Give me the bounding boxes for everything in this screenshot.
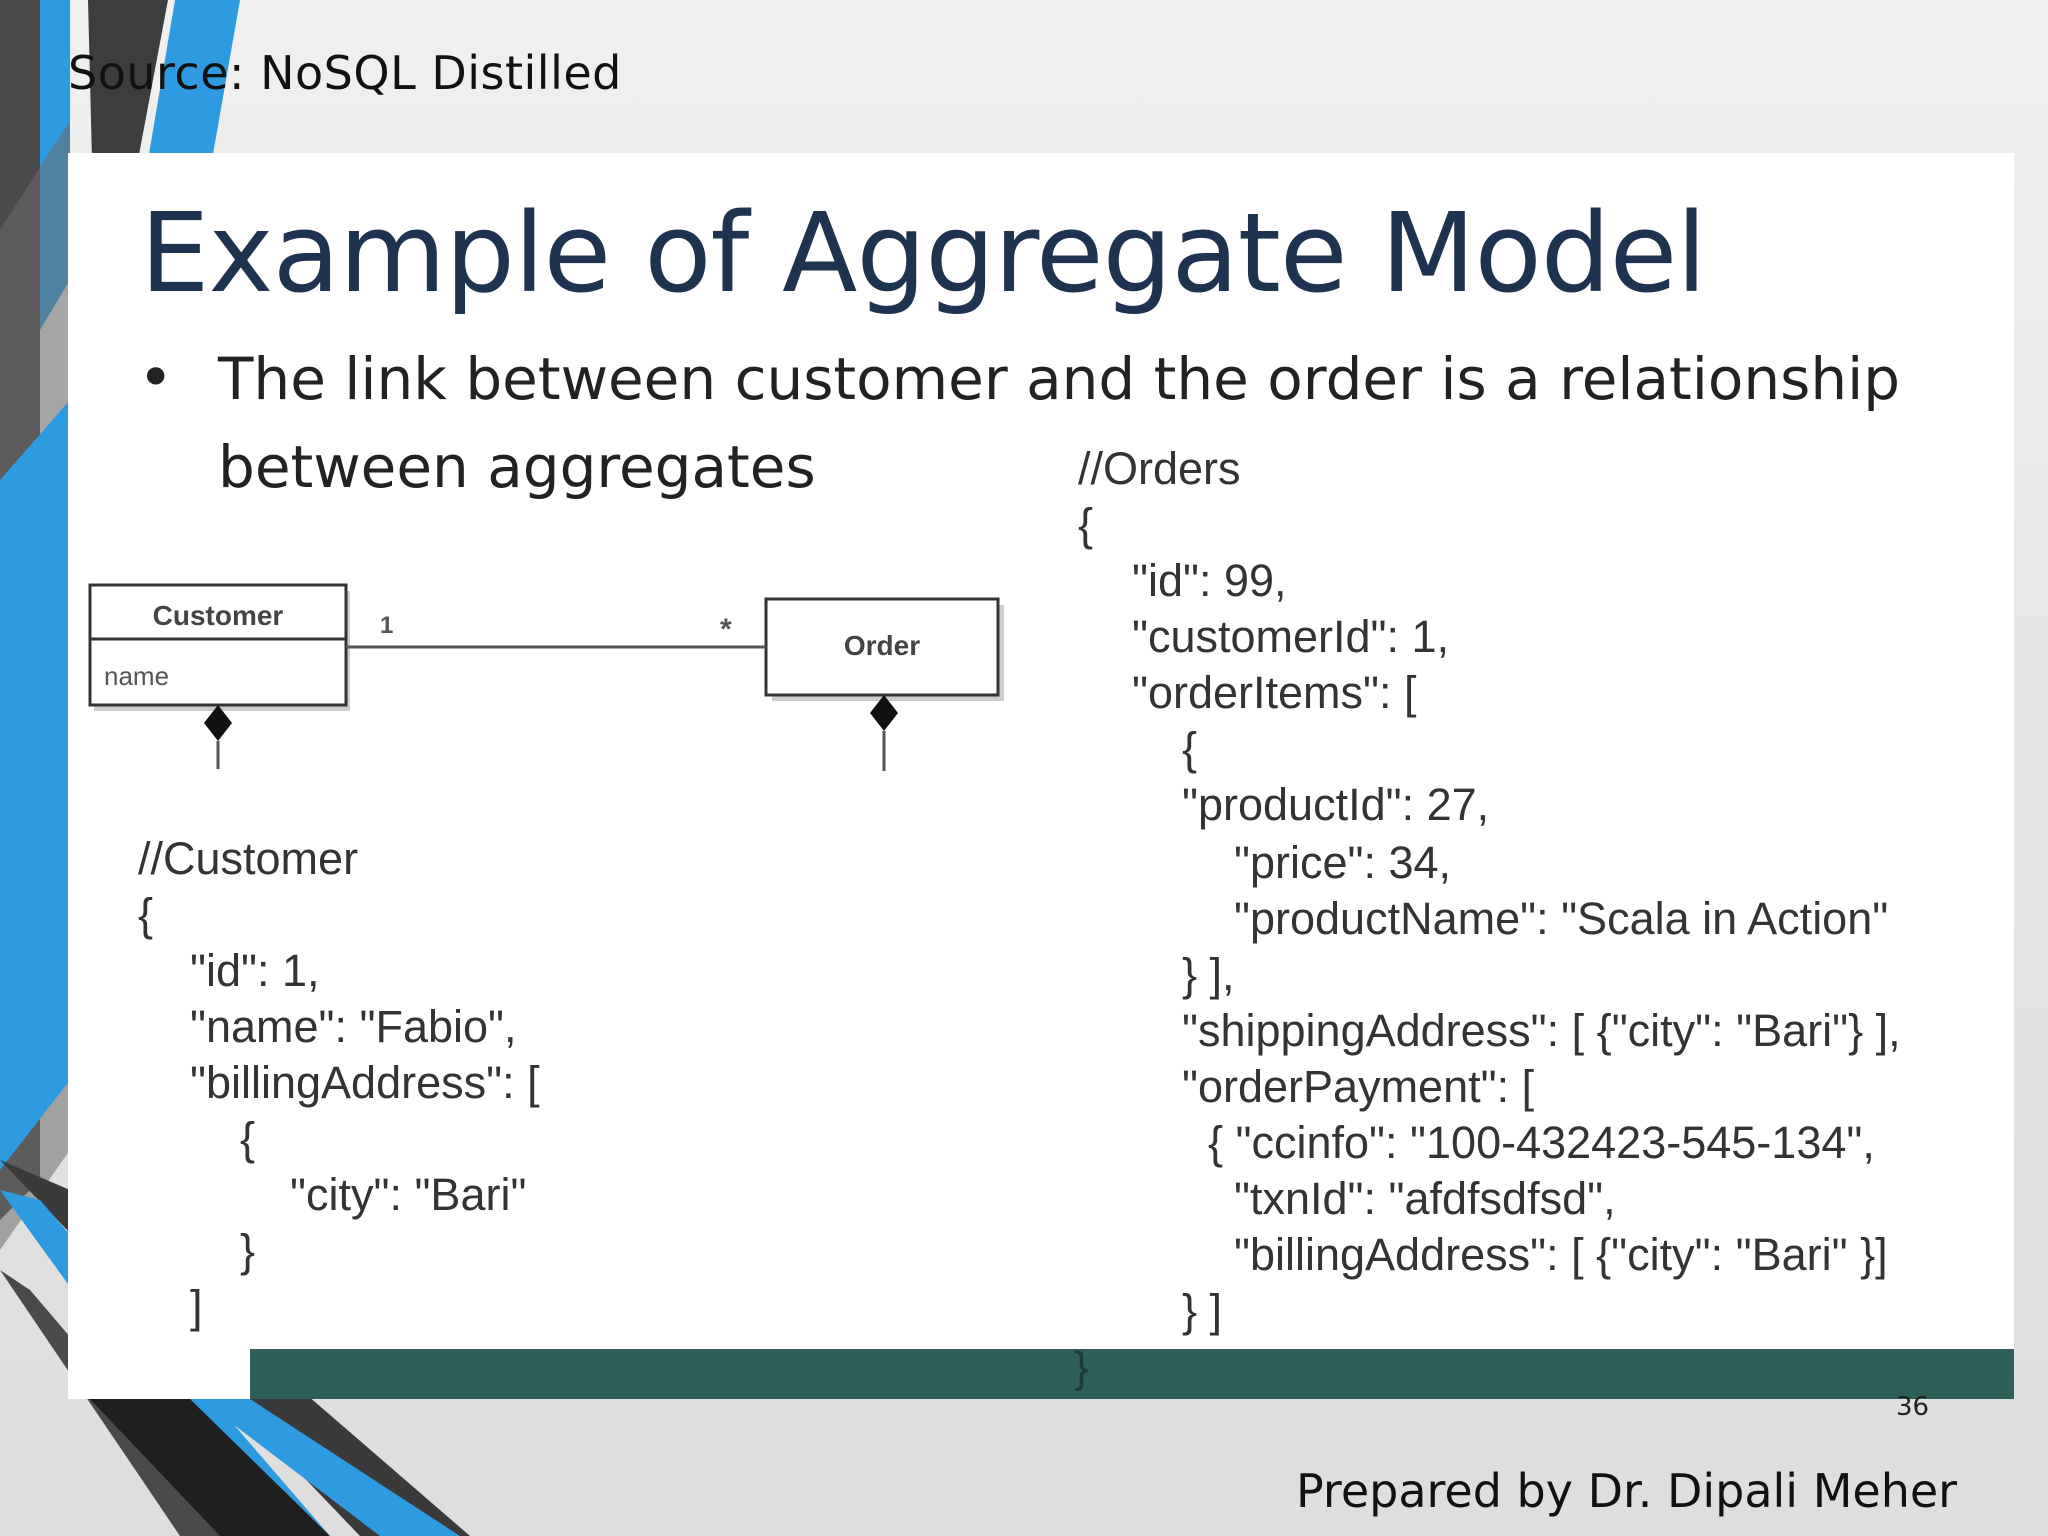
- code-line: "shippingAddress": [ {"city": "Bari"} ],: [1182, 1005, 1901, 1056]
- code-line: "txnId": "afdfsdfsd",: [1234, 1173, 1616, 1224]
- code-line: //Orders: [1078, 443, 1241, 494]
- code-line: "billingAddress": [ {"city": "Bari" }]: [1234, 1229, 1888, 1280]
- bullet-marker: •: [138, 343, 174, 413]
- order-class-box: [764, 597, 1000, 697]
- code-line: "orderItems": [: [1132, 667, 1417, 718]
- order-composition-diamond: [870, 695, 898, 731]
- code-line: "billingAddress": [: [190, 1057, 540, 1108]
- code-line: "city": "Bari": [290, 1169, 527, 1220]
- code-line: "orderPayment": [: [1182, 1061, 1535, 1112]
- bottom-bar: [250, 1349, 2014, 1399]
- code-line: { "ccinfo": "100-432423-545-134",: [1208, 1117, 1875, 1168]
- code-line: //Customer: [138, 833, 359, 884]
- closing-brace: }: [1074, 1343, 1089, 1392]
- code-line: "customerId": 1,: [1132, 611, 1450, 662]
- code-line: "id": 1,: [190, 945, 320, 996]
- customer-composition-diamond: [204, 705, 232, 741]
- code-line: ]: [190, 1281, 203, 1332]
- code-line: "productName": "Scala in Action": [1234, 893, 1889, 944]
- code-line: } ],: [1182, 949, 1235, 1000]
- page-number: 36: [1896, 1392, 1930, 1422]
- code-line: {: [138, 889, 154, 940]
- slide-image-panel: Example of Aggregate Model • The link be…: [68, 153, 2014, 1399]
- order-class-name: Order: [844, 630, 920, 661]
- code-line: "price": 34,: [1234, 837, 1452, 888]
- multiplicity-order: *: [720, 613, 732, 646]
- source-citation: Source: NoSQL Distilled: [68, 46, 622, 100]
- code-line: } ]: [1182, 1285, 1223, 1336]
- uml-diagram: Customer name Order 1 *: [88, 583, 1004, 771]
- code-line: "productId": 27,: [1182, 779, 1490, 830]
- code-line: {: [1182, 723, 1198, 774]
- customer-attribute: name: [104, 661, 169, 691]
- bullet-text: The link between customer and the order …: [218, 345, 1901, 501]
- customer-class-name: Customer: [153, 600, 284, 631]
- code-line: "id": 99,: [1132, 555, 1287, 606]
- slide-title: Example of Aggregate Model: [140, 189, 1707, 317]
- author-footer: Prepared by Dr. Dipali Meher: [1296, 1464, 1958, 1518]
- code-line: "name": "Fabio",: [190, 1001, 517, 1052]
- customer-class-box: [88, 583, 348, 707]
- code-line: {: [240, 1113, 256, 1164]
- multiplicity-customer: 1: [380, 612, 393, 639]
- code-line: {: [1078, 499, 1094, 550]
- code-line: }: [240, 1225, 256, 1276]
